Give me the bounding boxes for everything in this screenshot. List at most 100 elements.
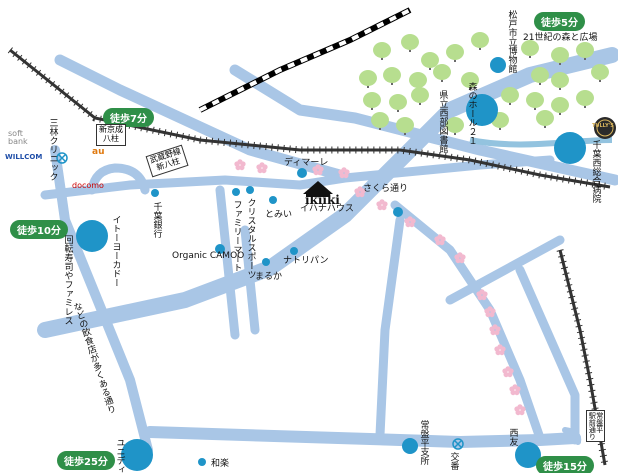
sanrin-clinic-label: 三林クリニック	[47, 118, 58, 181]
sakura-dori-marker	[393, 207, 403, 217]
cherry-blossom-icon	[404, 216, 416, 228]
shinkeisei-station-sign: 新京成 八柱	[96, 124, 126, 146]
cherry-blossom-icon	[338, 167, 350, 179]
museum-marker	[490, 57, 506, 73]
main-road	[37, 47, 618, 338]
tree-crown	[576, 42, 594, 58]
au-label: au	[92, 147, 105, 157]
tree-crown	[373, 42, 391, 58]
crystal-sports-label: クリスタルスポーツ	[245, 198, 256, 279]
chiba-bank-marker	[151, 189, 159, 197]
tree-crown	[551, 97, 569, 113]
tomii-marker	[269, 196, 277, 204]
railway-shinkeisei	[7, 47, 611, 191]
road-sakura	[390, 200, 545, 443]
chiba-hospital-label: 千葉西総合病院	[590, 140, 601, 203]
docomo-label: docomo	[72, 181, 104, 190]
dimare-marker	[297, 168, 307, 178]
willcom-label: WILLCOM	[5, 153, 43, 161]
marukaa-marker	[262, 258, 270, 266]
tree-crown	[401, 34, 419, 50]
cherry-blossom-icon	[476, 289, 488, 301]
ikiiki-label: ikiiki	[305, 193, 340, 207]
cherry-blossom-icon	[234, 159, 246, 171]
cherry-blossom-icon	[354, 186, 366, 198]
kaitenzushi-label: 回転寿司やファミレス	[62, 235, 73, 325]
tullys-label: TULLY'S	[592, 123, 614, 129]
tree-crown	[371, 112, 389, 128]
library-label: 県立西部図書館	[437, 90, 448, 153]
road-sakura-edge	[375, 215, 405, 440]
road-east-ring	[562, 427, 582, 445]
road-south-east-b	[515, 265, 580, 445]
cherry-blossom-icon	[454, 252, 466, 264]
cherry-blossom-icon	[376, 199, 388, 211]
road-north-west	[54, 54, 346, 181]
cherry-blossom-icon	[509, 384, 521, 396]
tokiwadaira-branch-label: 常盤平支所	[418, 420, 429, 465]
family-mart-label: ファミリーマート	[231, 200, 242, 272]
police-box-icon	[452, 438, 464, 450]
warakuen-label: 和楽	[211, 459, 230, 469]
tree-crown	[461, 72, 479, 88]
cherry-blossom-marks	[234, 159, 526, 416]
matsudo-museum-label: 松戸市立博物館	[506, 10, 517, 73]
road-south-east-a	[445, 235, 565, 305]
crystal-sports-marker	[246, 186, 254, 194]
forest-hall-marker	[466, 94, 498, 126]
tree-crown	[389, 94, 407, 110]
unidy-label: ユニディ	[114, 438, 125, 473]
sakura-dori-label: さくら通り	[363, 184, 409, 194]
tomii-label: とみい	[265, 210, 293, 220]
natoripan-label: ナトリパン	[283, 256, 329, 266]
walk-5-badge: 徒歩5分	[534, 12, 585, 31]
tree-crown	[551, 72, 569, 88]
forest-hall-label: 森のホール２１	[466, 82, 477, 145]
police-box-label: 交番	[448, 452, 459, 470]
ekimae-street-sign: 常盤平 駅前通り	[586, 410, 605, 442]
cherry-blossom-icon	[494, 344, 506, 356]
chiba-hospital-marker	[554, 132, 586, 164]
itoyokado-marker	[76, 220, 108, 252]
cherry-blossom-icon	[256, 162, 268, 174]
tree-crown	[396, 117, 414, 133]
tree-crown	[383, 67, 401, 83]
tree-crown	[591, 64, 609, 80]
forest-park-trees	[359, 32, 609, 135]
natoripan-marker	[290, 247, 298, 255]
road-shop-vertical-a	[215, 185, 240, 340]
ihana-house-label: イハナハウス	[300, 204, 354, 214]
tree-crown	[576, 90, 594, 106]
tree-crown	[411, 87, 429, 103]
tree-crown	[471, 32, 489, 48]
tree-crown	[421, 52, 439, 68]
tree-crown	[536, 110, 554, 126]
road-shop-vertical-b	[240, 225, 260, 335]
cherry-blossom-icon	[484, 306, 496, 318]
chiba-bank-label: 千葉銀行	[151, 202, 162, 238]
organic-camoo-marker	[215, 244, 225, 254]
softbank-label: soft bank	[8, 129, 28, 147]
walk-15-badge: 徒歩15分	[536, 456, 594, 473]
road-loop-west	[87, 163, 150, 195]
tree-crown	[363, 92, 381, 108]
tree-crown	[433, 64, 451, 80]
dimare-label: ディマーレ	[284, 158, 329, 168]
forest-21-label: 21世紀の森と広場	[523, 33, 598, 43]
tree-crown	[501, 87, 519, 103]
tree-crown	[521, 40, 539, 56]
cherry-blossom-icon	[312, 164, 324, 176]
walk-25-badge: 徒歩25分	[57, 451, 115, 470]
walk-7-badge: 徒歩7分	[103, 108, 154, 127]
cherry-blossom-icon	[489, 324, 501, 336]
road-west-vertical	[50, 145, 153, 455]
house-icon	[303, 181, 333, 197]
cherry-blossom-icon	[502, 366, 514, 378]
tullys-logo-icon	[594, 117, 616, 139]
organic-camoo-label: Organic CAMOO	[172, 251, 245, 261]
tree-crown	[551, 47, 569, 63]
cherry-blossom-icon	[514, 404, 526, 416]
tree-crown	[446, 44, 464, 60]
tokiwadaira-branch-marker	[402, 438, 418, 454]
seiyu-label: 西友	[507, 428, 518, 446]
